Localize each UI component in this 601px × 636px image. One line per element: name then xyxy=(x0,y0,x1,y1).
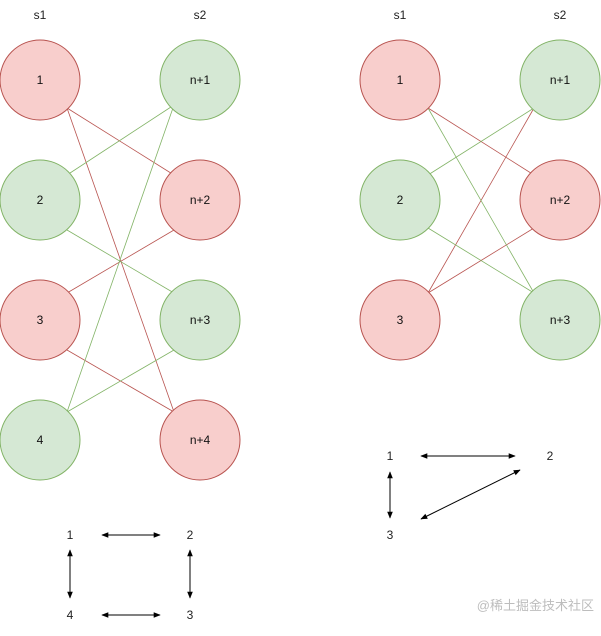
left-node-3: 3 xyxy=(0,279,81,361)
svg-text:4: 4 xyxy=(37,433,44,447)
svg-text:1: 1 xyxy=(37,73,44,87)
left-s2-header: s2 xyxy=(194,8,207,22)
left-node-1: 1 xyxy=(0,39,81,121)
left-node-2: 2 xyxy=(0,159,81,241)
left-edge-1-n2 xyxy=(66,107,175,176)
right-node-n2: n+2 xyxy=(519,159,601,241)
right-node-n1: n+1 xyxy=(519,39,601,121)
left-graph-label-1: 1 xyxy=(67,528,74,542)
right-conflict-graph: 1 2 3 xyxy=(387,449,554,542)
right-node-1: 1 xyxy=(359,39,441,121)
svg-text:n+4: n+4 xyxy=(190,433,211,447)
svg-text:2: 2 xyxy=(37,193,44,207)
svg-text:n+1: n+1 xyxy=(550,73,571,87)
left-node-n1: n+1 xyxy=(159,39,241,121)
left-edges xyxy=(66,104,175,413)
left-s1-header: s1 xyxy=(34,8,47,22)
right-node-n3: n+3 xyxy=(519,279,601,361)
right-graph-label-3: 3 xyxy=(387,528,394,542)
right-bipartite-diagram: s1 s2 1 2 3 n+1 n+2 xyxy=(359,8,601,361)
left-edge-2-n3 xyxy=(66,229,175,294)
svg-text:1: 1 xyxy=(397,73,404,87)
left-edge-4-n1 xyxy=(66,104,175,413)
left-graph-label-2: 2 xyxy=(187,528,194,542)
left-edge-1-n4 xyxy=(66,107,175,413)
right-edge-2-n3 xyxy=(427,227,535,294)
right-edge-2-n1 xyxy=(427,107,535,176)
svg-text:n+2: n+2 xyxy=(550,193,571,207)
right-edges xyxy=(427,107,535,294)
svg-text:n+1: n+1 xyxy=(190,73,211,87)
svg-text:n+3: n+3 xyxy=(550,313,571,327)
right-graph-label-1: 1 xyxy=(387,449,394,463)
left-node-n4: n+4 xyxy=(159,399,241,481)
svg-text:3: 3 xyxy=(397,313,404,327)
svg-text:3: 3 xyxy=(37,313,44,327)
left-bipartite-diagram: s1 s2 1 2 3 4 n+1 xyxy=(0,8,241,481)
right-arrow-3-2 xyxy=(420,469,521,520)
left-graph-label-4: 4 xyxy=(67,608,74,622)
watermark-text: @稀土掘金技术社区 xyxy=(477,598,594,613)
svg-text:n+2: n+2 xyxy=(190,193,211,207)
left-node-n2: n+2 xyxy=(159,159,241,241)
right-graph-label-2: 2 xyxy=(547,449,554,463)
right-s1-header: s1 xyxy=(394,8,407,22)
right-node-3: 3 xyxy=(359,279,441,361)
left-conflict-graph: 1 2 4 3 xyxy=(67,528,194,622)
left-edge-4-n3 xyxy=(66,349,175,413)
svg-text:n+3: n+3 xyxy=(190,313,211,327)
right-s2-header: s2 xyxy=(554,8,567,22)
right-edge-1-n3 xyxy=(427,107,535,294)
left-edge-2-n1 xyxy=(66,104,175,176)
left-node-4: 4 xyxy=(0,399,81,481)
svg-text:2: 2 xyxy=(397,193,404,207)
left-node-n3: n+3 xyxy=(159,279,241,361)
right-node-2: 2 xyxy=(359,159,441,241)
left-graph-label-3: 3 xyxy=(187,608,194,622)
